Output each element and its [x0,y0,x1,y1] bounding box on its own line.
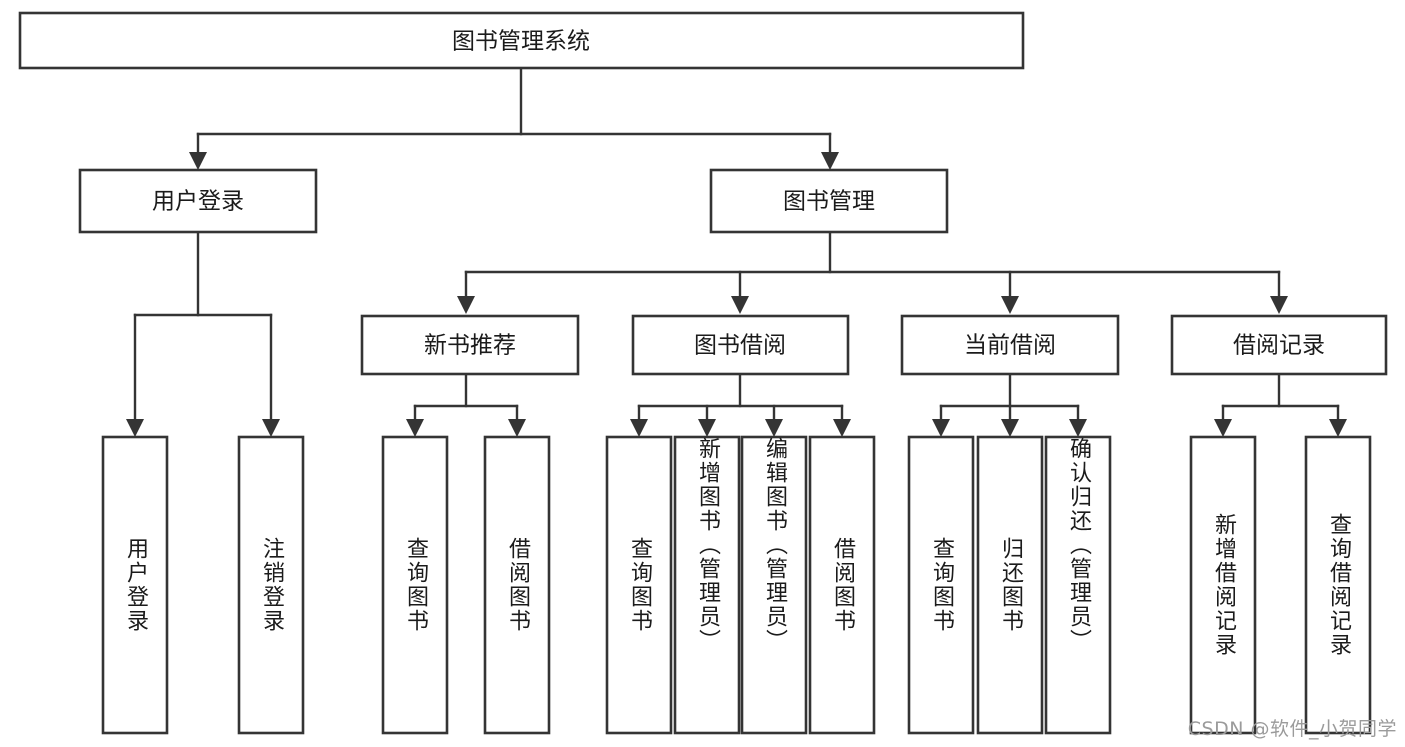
arrow-icon-user-login [189,152,207,170]
node-leaf-return-book[interactable] [976,435,1044,735]
node-leaf-query-record[interactable] [1304,435,1372,735]
node-leaf-logout-login[interactable] [237,435,305,735]
arrow-icon-leaf-add-record [1214,419,1232,437]
arrow-icon-leaf-borrow-book-2 [833,419,851,437]
arrow-heads [126,152,1347,437]
arrow-icon-leaf-edit-book [765,419,783,437]
node-boxes [18,11,1388,735]
arrow-icon-leaf-borrow-book-1 [508,419,526,437]
node-leaf-user-login[interactable] [101,435,169,735]
node-borrow-record-label: 借阅记录 [1233,333,1325,359]
node-book-manage[interactable] [709,168,949,234]
node-borrow-record[interactable] [1170,314,1388,376]
arrow-icon-leaf-query-book-3 [932,419,950,437]
arrow-icon-leaf-query-record [1329,419,1347,437]
arrow-icon-leaf-return-book [1001,419,1019,437]
arrow-icon-leaf-query-book-1 [406,419,424,437]
node-new-book-recommend-label: 新书推荐 [424,333,516,359]
node-leaf-query-book-3[interactable] [907,435,975,735]
arrow-icon-book-borrow [731,296,749,314]
arrow-icon-book-manage [821,152,839,170]
node-root-label: 图书管理系统 [452,29,590,55]
arrow-icon-leaf-add-book [698,419,716,437]
node-leaf-borrow-book-1[interactable] [483,435,551,735]
node-leaf-borrow-book-2[interactable] [808,435,876,735]
arrow-icon-new-book [457,296,475,314]
node-leaf-add-book[interactable] [673,435,741,735]
node-current-borrow[interactable] [900,314,1120,376]
arrow-icon-leaf-user-login [126,419,144,437]
node-current-borrow-label: 当前借阅 [964,333,1056,359]
node-new-book-recommend[interactable] [360,314,580,376]
node-book-manage-label: 图书管理 [783,189,875,215]
watermark-text: CSDN @软件_小贺同学 [1187,718,1397,740]
node-labels-horizontal: 图书管理系统 用户登录 图书管理 新书推荐 图书借阅 当前借阅 借阅记录 [152,29,1325,359]
node-book-borrow[interactable] [631,314,850,376]
node-user-login-label: 用户登录 [152,189,244,215]
node-leaf-confirm-return[interactable] [1044,435,1112,735]
arrow-icon-leaf-confirm-return [1069,419,1087,437]
node-root[interactable] [18,11,1025,70]
node-book-borrow-label: 图书借阅 [694,333,786,359]
node-leaf-query-book-2[interactable] [605,435,673,735]
arrow-icon-leaf-logout-login [262,419,280,437]
node-leaf-add-record[interactable] [1189,435,1257,735]
node-user-login[interactable] [78,168,318,234]
arrow-icon-borrow-record [1270,296,1288,314]
node-leaf-edit-book[interactable] [740,435,808,735]
node-leaf-query-book-1[interactable] [381,435,449,735]
arrow-icon-current-borrow [1001,296,1019,314]
arrow-icon-leaf-query-book-2 [630,419,648,437]
